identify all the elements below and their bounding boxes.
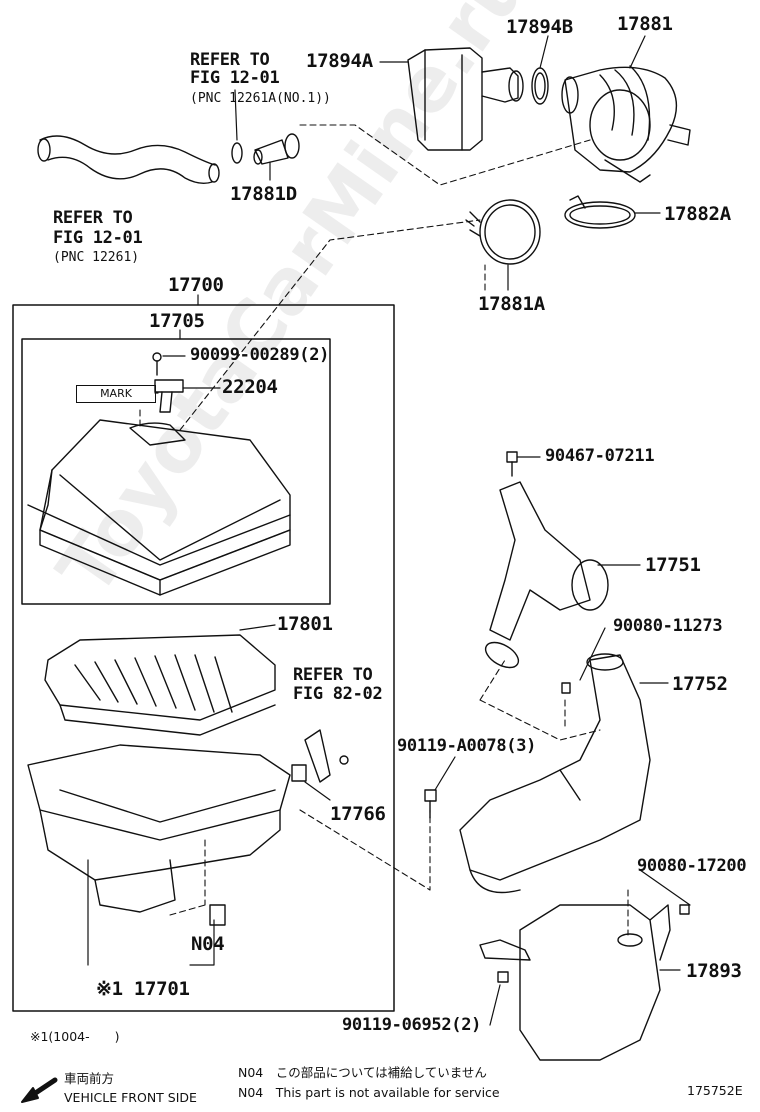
inlet-duct-17751-icon xyxy=(484,481,609,669)
air-hose-17881-icon xyxy=(561,65,691,183)
part-17752: 17752 xyxy=(672,673,728,695)
part-N04: N04 xyxy=(191,933,225,955)
bracket-17766-icon xyxy=(291,729,349,783)
part-17705: 17705 xyxy=(149,310,205,332)
clamp-17882A-icon xyxy=(564,195,636,229)
part-17882A: 17882A xyxy=(664,203,731,225)
footnote: ※1(1004- ) xyxy=(30,1029,120,1044)
ref-82-02-line2: FIG 82-02 xyxy=(293,684,383,704)
resonator-17894A-icon xyxy=(407,47,524,151)
part-90119-06952: 90119-06952(2) xyxy=(342,1015,482,1035)
ref-12-01-line1: REFER TO xyxy=(190,50,270,70)
part-17894B: 17894B xyxy=(506,16,573,38)
ref-12-01b-line2: FIG 12-01 xyxy=(53,228,143,248)
clamp-17894B-icon xyxy=(531,67,549,105)
part-90119-A0078: 90119-A0078(3) xyxy=(397,736,537,756)
part-90080-11273: 90080-11273 xyxy=(613,616,723,636)
part-17894A: 17894A xyxy=(306,50,373,72)
fitting-17881D-icon xyxy=(231,133,300,165)
ref-12-01-line3: (PNC 12261A(NO.1)) xyxy=(190,91,331,106)
direction-jp: 車両前方 xyxy=(64,1071,115,1086)
part-17701: ※1 17701 xyxy=(96,978,190,1000)
direction-en: VEHICLE FRONT SIDE xyxy=(64,1090,197,1105)
front-arrow-icon xyxy=(21,1077,58,1103)
filter-element-icon xyxy=(44,634,276,736)
intake-17752-icon xyxy=(459,653,651,894)
air-cleaner-cap-icon xyxy=(27,419,291,596)
part-17881: 17881 xyxy=(617,13,673,35)
reservoir-17893-icon xyxy=(479,904,690,1061)
part-90099-00289: 90099-00289(2) xyxy=(190,345,330,365)
bolt-90467-icon xyxy=(506,451,518,477)
notice-jp: N04 この部品については補給していません xyxy=(238,1065,487,1080)
part-17801: 17801 xyxy=(277,613,333,635)
bolt-90119-A0078-icon xyxy=(424,789,437,819)
part-90467-07211: 90467-07211 xyxy=(545,446,655,466)
hose-12261-icon xyxy=(37,135,220,185)
mark-label: MARK xyxy=(76,385,156,403)
part-17893: 17893 xyxy=(686,960,742,982)
ref-82-02-line1: REFER TO xyxy=(293,665,373,685)
part-17881D: 17881D xyxy=(230,183,297,205)
part-17766: 17766 xyxy=(330,803,386,825)
notice-en: N04 This part is not available for servi… xyxy=(238,1085,500,1100)
part-90080-17200: 90080-17200 xyxy=(637,856,747,876)
air-cleaner-case-icon xyxy=(27,744,291,926)
ref-12-01b-line1: REFER TO xyxy=(53,208,133,228)
ref-12-01b-line3: (PNC 12261) xyxy=(53,250,140,265)
ref-12-01-line2: FIG 12-01 xyxy=(190,68,280,88)
figure-id: 175752E xyxy=(687,1083,743,1098)
assembly-frame-17700 xyxy=(12,304,395,1012)
part-17881A: 17881A xyxy=(478,293,545,315)
part-22204: 22204 xyxy=(222,376,278,398)
sensor-22204-icon xyxy=(152,352,184,413)
part-17751: 17751 xyxy=(645,554,701,576)
assembly-frame-17705 xyxy=(21,338,331,605)
part-17700: 17700 xyxy=(168,274,224,296)
clamp-17881A-icon xyxy=(465,199,541,265)
